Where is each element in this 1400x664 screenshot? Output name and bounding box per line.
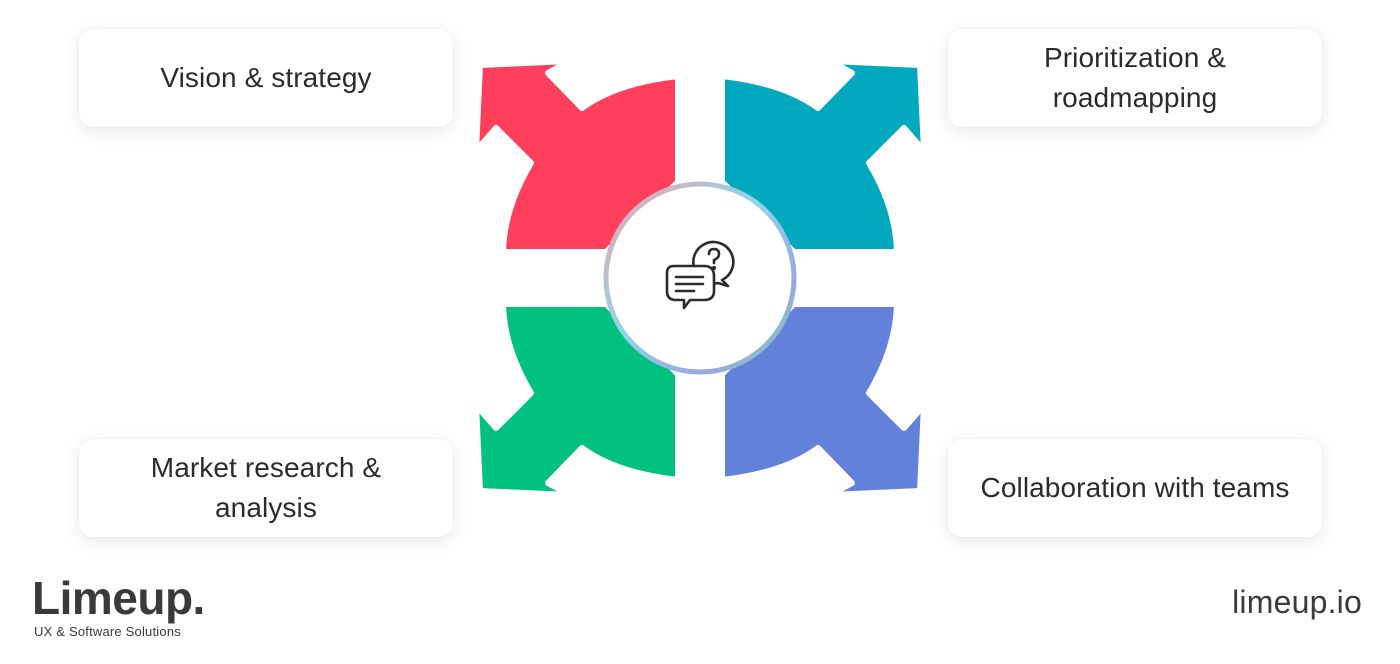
brand-logo: Limeup. UX & Software Solutions bbox=[32, 572, 205, 639]
card-prioritization-roadmapping: Prioritization & roadmapping bbox=[948, 29, 1322, 127]
card-label: Collaboration with teams bbox=[980, 472, 1290, 503]
card-collaboration-teams: Collaboration with teams bbox=[948, 439, 1322, 537]
logo-tagline: UX & Software Solutions bbox=[34, 624, 181, 639]
arrow-top-right bbox=[719, 58, 927, 255]
card-label: Prioritization & roadmapping bbox=[1043, 42, 1227, 113]
card-market-research-analysis: Market research & analysis bbox=[79, 439, 453, 537]
chat-question-icon bbox=[665, 240, 735, 310]
center-ring bbox=[603, 181, 797, 375]
arrow-top-left bbox=[473, 58, 681, 255]
arrow-bottom-left bbox=[473, 301, 681, 498]
logo-name: Limeup. bbox=[32, 572, 205, 624]
card-label: Market research & analysis bbox=[150, 452, 382, 523]
card-label: Vision & strategy bbox=[160, 62, 372, 93]
website-link[interactable]: limeup.io bbox=[1232, 584, 1362, 620]
card-vision-strategy: Vision & strategy bbox=[79, 29, 453, 127]
arrow-bottom-right bbox=[719, 301, 927, 498]
